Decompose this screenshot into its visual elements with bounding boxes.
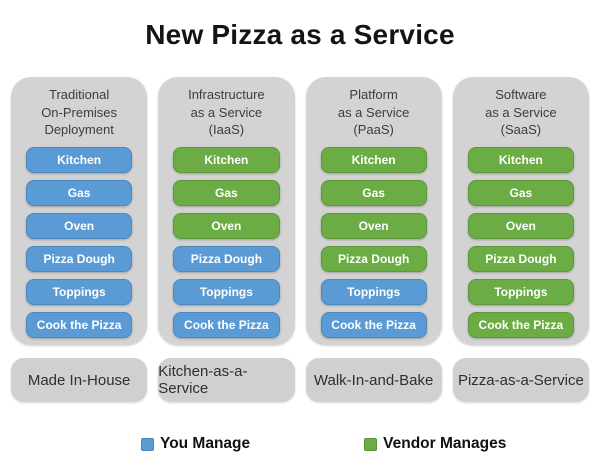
layer-cook-the-pizza: Cook the Pizza [173, 312, 280, 338]
layer-oven: Oven [320, 213, 427, 239]
layer-toppings: Toppings [320, 279, 427, 305]
layer-stack: Kitchen Gas Oven Pizza Dough Toppings Co… [467, 147, 574, 338]
layer-label: Cook the Pizza [331, 318, 416, 332]
service-model-label: Made In-House [11, 358, 148, 402]
column-header-line: (IaaS) [208, 122, 245, 137]
layer-oven: Oven [467, 213, 574, 239]
layer-label: Kitchen [204, 153, 249, 167]
layer-label: Toppings [199, 285, 253, 299]
layer-label: Pizza Dough [337, 252, 410, 266]
column-card: Traditional On-Premises Deployment Kitch… [11, 77, 148, 345]
column-header: Traditional On-Premises Deployment [26, 86, 132, 147]
layer-kitchen: Kitchen [320, 147, 427, 173]
column-header: Infrastructure as a Service (IaaS) [173, 86, 279, 147]
layer-label: Cook the Pizza [184, 318, 269, 332]
layer-stack: Kitchen Gas Oven Pizza Dough Toppings Co… [26, 147, 133, 338]
service-model-text: Pizza-as-a-Service [457, 371, 584, 389]
column-header-line: Traditional [49, 87, 110, 102]
service-model-text: Kitchen-as-a-Service [158, 363, 248, 397]
layer-toppings: Toppings [173, 279, 280, 305]
legend-label: You Manage [160, 435, 251, 452]
column-card: Platform as a Service (PaaS) Kitchen Gas… [305, 77, 442, 345]
layer-toppings: Toppings [467, 279, 574, 305]
layer-label: Gas [362, 186, 385, 200]
service-model-label: Pizza-as-a-Service [452, 358, 589, 402]
layer-pizza-dough: Pizza Dough [320, 246, 427, 272]
layer-cook-the-pizza: Cook the Pizza [26, 312, 133, 338]
column-header-line: (SaaS) [500, 122, 542, 137]
diagram-title: New Pizza as a Service [145, 19, 455, 50]
layer-stack: Kitchen Gas Oven Pizza Dough Toppings Co… [320, 147, 427, 338]
column-card: Infrastructure as a Service (IaaS) Kitch… [158, 77, 295, 345]
column-iaas: Infrastructure as a Service (IaaS) Kitch… [158, 77, 295, 402]
legend-item-vendor-manages: Vendor Manages [364, 435, 506, 453]
legend: You Manage Vendor Manages [0, 435, 600, 453]
layer-label: Toppings [52, 285, 106, 299]
column-header-line: (PaaS) [353, 122, 394, 137]
blue-swatch-icon [141, 437, 154, 451]
layer-label: Oven [64, 219, 95, 233]
layer-gas: Gas [26, 180, 133, 206]
legend-item-you-manage: You Manage [141, 435, 250, 453]
layer-gas: Gas [320, 180, 427, 206]
layer-toppings: Toppings [26, 279, 133, 305]
layer-stack: Kitchen Gas Oven Pizza Dough Toppings Co… [173, 147, 280, 338]
green-swatch-icon [364, 437, 378, 451]
column-header-line: Software [495, 87, 547, 102]
column-header: Platform as a Service (PaaS) [321, 86, 427, 147]
layer-pizza-dough: Pizza Dough [26, 246, 133, 272]
service-model-text: Walk-In-and-Bake [313, 371, 434, 389]
service-model-text: Made In-House [27, 371, 131, 389]
column-header-line: as a Service [190, 104, 263, 120]
layer-label: Cook the Pizza [36, 318, 122, 332]
layer-pizza-dough: Pizza Dough [173, 246, 280, 272]
layer-gas: Gas [173, 180, 280, 206]
layer-label: Toppings [494, 285, 548, 299]
layer-kitchen: Kitchen [26, 147, 133, 173]
layer-label: Pizza Dough [485, 252, 557, 266]
column-card: Software as a Service (SaaS) Kitchen Gas… [452, 77, 589, 345]
column-paas: Platform as a Service (PaaS) Kitchen Gas… [305, 77, 442, 402]
column-header-line: Infrastructure [188, 87, 265, 102]
layer-cook-the-pizza: Cook the Pizza [320, 312, 427, 338]
layer-label: Kitchen [351, 153, 396, 167]
layer-label: Cook the Pizza [478, 318, 564, 332]
pizza-as-a-service-diagram: New Pizza as a Service Traditional On-Pr… [0, 19, 600, 453]
column-saas: Software as a Service (SaaS) Kitchen Gas… [452, 77, 589, 402]
layer-label: Oven [505, 219, 536, 233]
column-header-line: On-Premises [41, 104, 118, 120]
legend-label: Vendor Manages [383, 435, 507, 452]
column-header-line: as a Service [485, 104, 557, 120]
service-model-label: Kitchen-as-a-Service [158, 358, 295, 402]
service-model-label: Walk-In-and-Bake [305, 358, 442, 402]
layer-label: Gas [215, 186, 238, 200]
layer-oven: Oven [173, 213, 280, 239]
layer-label: Oven [358, 219, 389, 233]
column-header-line: as a Service [337, 104, 410, 120]
layer-oven: Oven [26, 213, 133, 239]
layer-pizza-dough: Pizza Dough [467, 246, 574, 272]
column-header-line: Deployment [44, 122, 114, 137]
column-header-line: Platform [349, 87, 398, 102]
columns-row: Traditional On-Premises Deployment Kitch… [0, 77, 600, 402]
layer-label: Toppings [347, 285, 401, 299]
layer-label: Gas [509, 186, 533, 200]
layer-label: Pizza Dough [43, 252, 115, 266]
layer-kitchen: Kitchen [467, 147, 574, 173]
layer-label: Kitchen [498, 153, 543, 167]
column-traditional: Traditional On-Premises Deployment Kitch… [11, 77, 148, 402]
column-header: Software as a Service (SaaS) [468, 86, 574, 147]
layer-kitchen: Kitchen [173, 147, 280, 173]
layer-label: Pizza Dough [190, 252, 263, 266]
layer-cook-the-pizza: Cook the Pizza [467, 312, 574, 338]
layer-label: Oven [211, 219, 242, 233]
layer-gas: Gas [467, 180, 574, 206]
layer-label: Gas [67, 186, 91, 200]
layer-label: Kitchen [57, 153, 102, 167]
